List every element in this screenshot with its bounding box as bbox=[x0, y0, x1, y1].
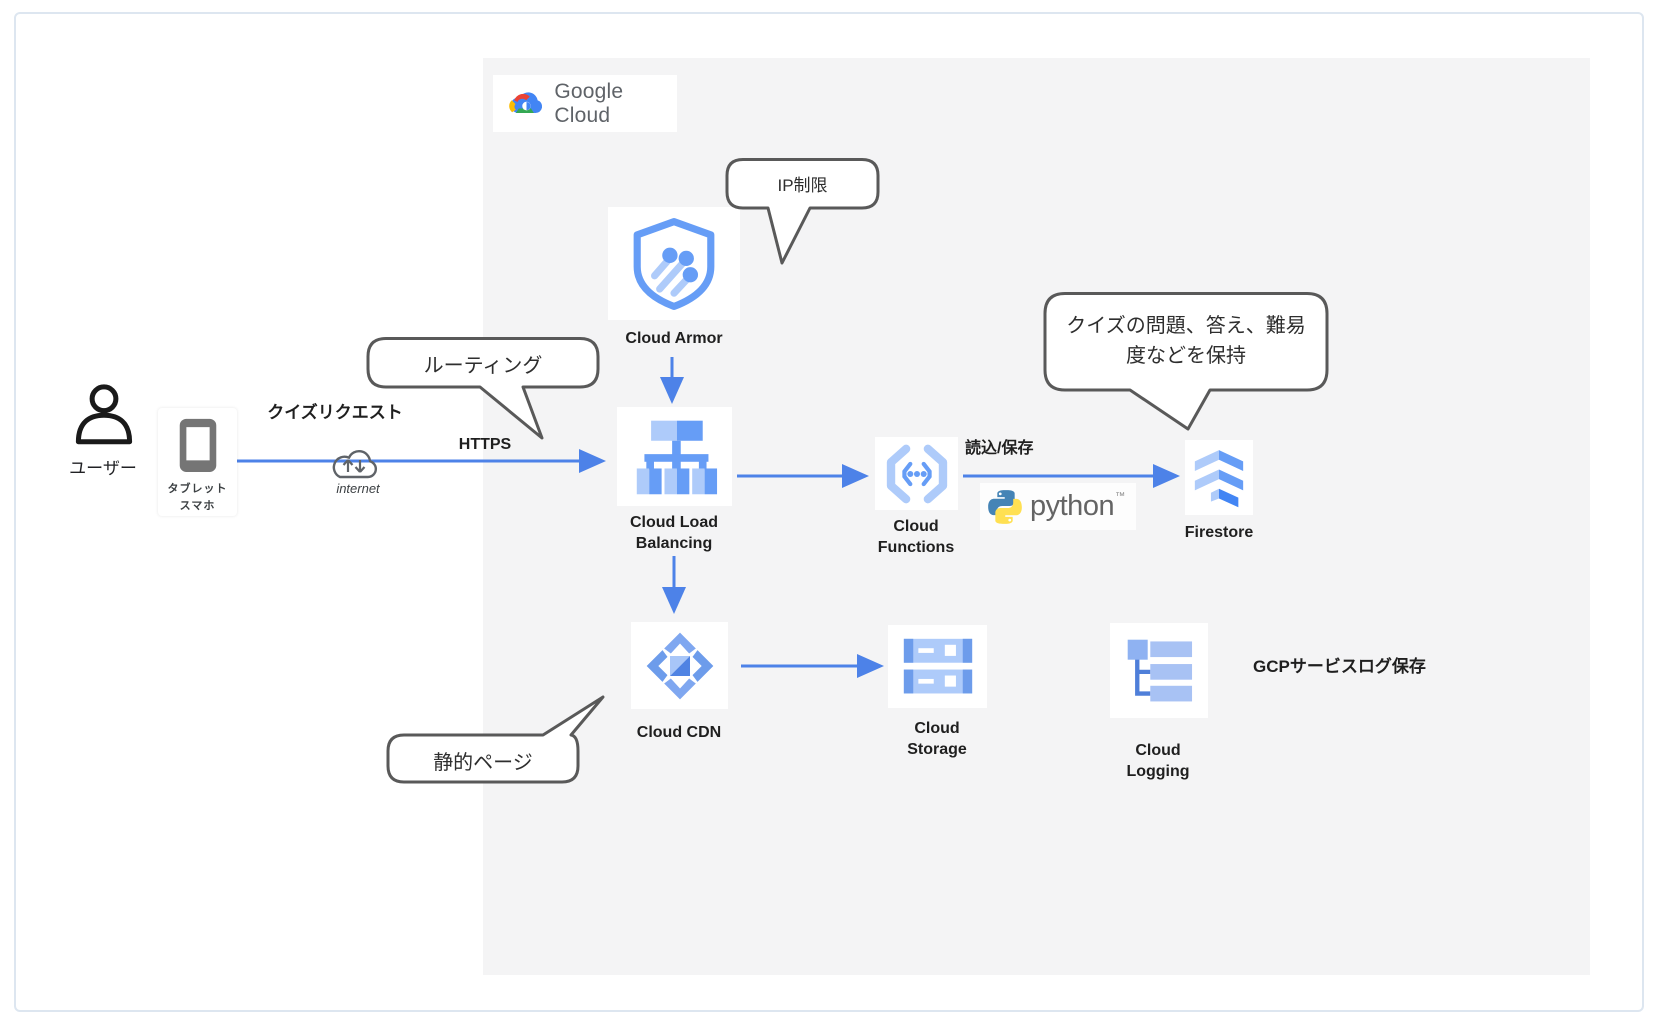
internet-cloud-icon bbox=[332, 450, 377, 479]
static-page-bubble-shape bbox=[386, 695, 605, 784]
static-page-callout: 静的ページ bbox=[386, 695, 618, 790]
cloud-logging-icon bbox=[1127, 639, 1193, 701]
ip-restriction-text: IP制限 bbox=[777, 176, 828, 195]
quiz-data-text: クイズの問題、答え、難易 度などを保持 bbox=[1045, 311, 1327, 371]
cloud-armor-node bbox=[608, 207, 740, 320]
cloud-logging-node bbox=[1110, 623, 1208, 718]
gcp-log-save-label: GCPサービスログ保存 bbox=[1253, 657, 1426, 676]
read-save-label: 読込/保存 bbox=[965, 440, 1034, 457]
cloud-storage-icon bbox=[903, 638, 972, 693]
cloud-functions-icon bbox=[886, 444, 947, 503]
quiz-request-label: クイズリクエスト bbox=[267, 403, 403, 422]
cloud-armor-label: Cloud Armor bbox=[625, 330, 723, 347]
internet-label: internet bbox=[336, 481, 380, 496]
google-cloud-logo: Google Cloud bbox=[493, 75, 677, 132]
tablet-icon bbox=[179, 418, 216, 472]
routing-text: ルーティング bbox=[423, 355, 543, 377]
ip-restriction-callout: IP制限 bbox=[725, 158, 887, 273]
cloud-load-balancing-label: Cloud Load Balancing bbox=[594, 512, 754, 554]
clb-label-line2: Balancing bbox=[635, 535, 713, 553]
storage-label-line1: Cloud bbox=[914, 720, 960, 737]
cloud-armor-icon bbox=[633, 218, 715, 311]
cloud-cdn-node bbox=[631, 622, 728, 709]
device-label-line2: スマホ bbox=[179, 500, 216, 513]
clb-label-line1: Cloud Load bbox=[630, 514, 718, 531]
firestore-node bbox=[1185, 440, 1253, 515]
firestore-icon bbox=[1194, 450, 1244, 508]
cloud-functions-node bbox=[875, 437, 958, 510]
quiz-data-bubble-shape bbox=[1043, 292, 1329, 431]
python-trademark: ™ bbox=[1115, 491, 1126, 502]
https-label: HTTPS bbox=[458, 436, 512, 453]
cloud-storage-node bbox=[888, 625, 987, 708]
firestore-label: Firestore bbox=[1184, 524, 1254, 541]
static-page-text: 静的ページ bbox=[433, 752, 533, 774]
cloud-logging-label: Cloud Logging bbox=[1098, 740, 1218, 782]
cf-label-line2: Functions bbox=[877, 539, 955, 557]
cloud-cdn-icon bbox=[646, 632, 713, 699]
cloud-load-balancing-node bbox=[617, 407, 732, 506]
quiz-data-text-line1: クイズの問題、答え、難易 bbox=[1066, 315, 1306, 337]
cloud-cdn-label: Cloud CDN bbox=[636, 724, 722, 741]
routing-bubble-shape bbox=[366, 337, 600, 440]
device-label: タブレット スマホ bbox=[168, 481, 228, 516]
user-label: ユーザー bbox=[69, 459, 137, 478]
device-label-line1: タブレット bbox=[167, 482, 228, 495]
user-icon bbox=[75, 384, 133, 445]
cloud-functions-label: Cloud Functions bbox=[856, 516, 976, 558]
google-cloud-logo-text: Google Cloud bbox=[554, 79, 624, 127]
quiz-data-text-line2: 度などを保持 bbox=[1126, 345, 1246, 367]
python-text: python bbox=[1030, 490, 1115, 522]
ip-restriction-bubble-shape bbox=[725, 158, 880, 265]
python-logo: python ™ bbox=[980, 483, 1136, 530]
google-cloud-icon bbox=[509, 91, 543, 113]
cf-label-line1: Cloud bbox=[893, 518, 939, 535]
cloud-storage-label: Cloud Storage bbox=[877, 718, 997, 760]
python-icon bbox=[988, 489, 1022, 524]
logging-label-line1: Cloud bbox=[1135, 742, 1181, 759]
routing-callout: ルーティング bbox=[366, 337, 603, 445]
device-node: タブレット スマホ bbox=[158, 408, 237, 516]
storage-label-line2: Storage bbox=[907, 741, 967, 759]
cloud-load-balancing-icon bbox=[636, 420, 717, 494]
quiz-data-callout: クイズの問題、答え、難易 度などを保持 bbox=[1043, 292, 1331, 437]
logging-label-line2: Logging bbox=[1126, 763, 1190, 781]
